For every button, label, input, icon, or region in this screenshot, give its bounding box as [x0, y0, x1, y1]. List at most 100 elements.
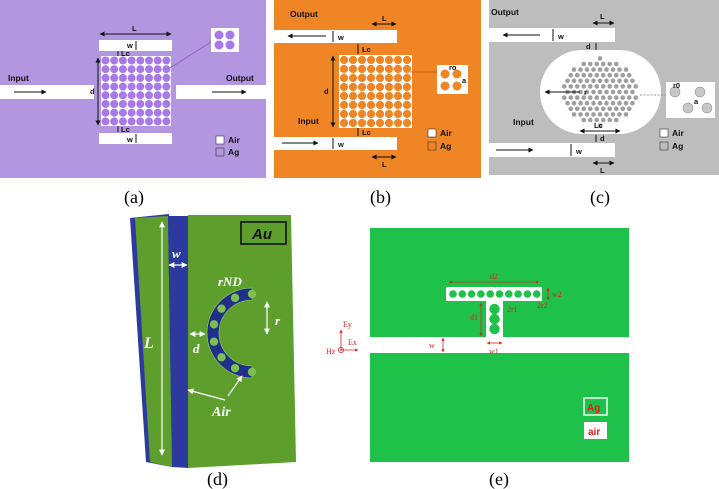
rod-array — [449, 290, 541, 335]
rod — [384, 73, 394, 83]
dim-d-bottom: d — [600, 134, 605, 143]
rod — [162, 91, 171, 100]
dim-w-top: w — [337, 33, 344, 42]
axis-ey: Ey — [343, 320, 352, 329]
hole — [591, 100, 596, 106]
rod — [339, 82, 349, 92]
rod — [127, 108, 136, 117]
legend-ag-swatch — [583, 397, 608, 416]
rod — [101, 108, 110, 117]
hole — [604, 100, 609, 106]
hole — [617, 67, 622, 72]
hole — [626, 106, 632, 112]
nanodisk — [230, 363, 240, 373]
rod — [357, 118, 367, 128]
rod — [467, 290, 476, 298]
rod — [118, 82, 127, 91]
rod — [375, 64, 385, 74]
dim-Lc-top: Lc — [121, 49, 130, 58]
hole — [617, 89, 622, 95]
hole — [597, 56, 603, 61]
rod — [153, 82, 162, 91]
input-label: Input — [298, 116, 319, 126]
rod — [101, 73, 110, 82]
dim-L-top: L — [600, 12, 605, 21]
input-waveguide — [274, 137, 397, 150]
hole — [584, 67, 590, 72]
right-slab — [188, 215, 296, 468]
hole — [604, 89, 609, 95]
rod — [348, 64, 358, 74]
hole — [597, 89, 603, 95]
hole — [613, 72, 619, 78]
hole — [630, 89, 635, 95]
rod — [375, 109, 385, 119]
inset-rod — [225, 40, 235, 50]
hole — [581, 117, 587, 123]
hole — [610, 89, 616, 95]
dim-r: r — [275, 313, 281, 328]
inset-rod — [225, 30, 235, 40]
hole — [568, 84, 574, 89]
output-label: Output — [491, 7, 519, 17]
hole — [565, 100, 570, 106]
hole — [594, 117, 600, 123]
inset-hole — [701, 102, 713, 114]
hole — [623, 78, 629, 84]
rod — [153, 100, 162, 108]
rod — [489, 323, 500, 335]
rod — [402, 64, 412, 74]
rod — [489, 303, 500, 315]
hole — [604, 78, 609, 84]
dim-d-top: d — [586, 42, 591, 51]
rod — [118, 73, 127, 82]
rod — [162, 65, 171, 74]
rod — [153, 56, 162, 65]
hole — [591, 112, 596, 117]
rod — [136, 91, 145, 100]
rod — [153, 108, 162, 117]
hole — [578, 89, 583, 95]
input-waveguide — [0, 85, 94, 99]
rod — [118, 100, 127, 108]
rod — [339, 118, 349, 128]
resonator-cavity — [339, 55, 412, 128]
hole — [607, 61, 613, 67]
nanodisk — [247, 367, 257, 377]
rod — [145, 82, 153, 91]
rod-array — [101, 56, 171, 126]
hole — [620, 95, 626, 100]
dim-w-bottom: w — [126, 135, 133, 144]
hole — [600, 61, 606, 67]
hole — [600, 95, 606, 100]
dim-2r2: 2r2 — [537, 301, 548, 310]
panel-b: Output Input L w Lc d Lc w L ro a Air — [274, 0, 481, 178]
air-pointer-right — [227, 375, 243, 397]
rod — [145, 117, 153, 126]
hole — [584, 100, 590, 106]
hole — [591, 67, 596, 72]
hole — [565, 78, 570, 84]
rod — [366, 109, 376, 119]
inset-rod — [440, 69, 450, 79]
rod — [523, 290, 532, 298]
hole — [617, 78, 622, 84]
dim-r: r — [584, 88, 587, 97]
rod — [384, 118, 394, 128]
rod — [402, 73, 412, 83]
hole — [630, 100, 635, 106]
hole — [571, 78, 577, 84]
rod — [339, 55, 349, 65]
hole — [594, 95, 600, 100]
rod — [127, 82, 136, 91]
legend-ag-swatch — [427, 141, 437, 151]
hole — [587, 95, 593, 100]
dim-w1: w1 — [489, 347, 499, 356]
hole — [594, 72, 600, 78]
rod — [348, 82, 358, 92]
hole — [597, 100, 603, 106]
hole — [584, 78, 590, 84]
rod — [393, 109, 403, 119]
bus-waveguide — [370, 337, 629, 353]
caption-e: (e) — [489, 469, 509, 489]
